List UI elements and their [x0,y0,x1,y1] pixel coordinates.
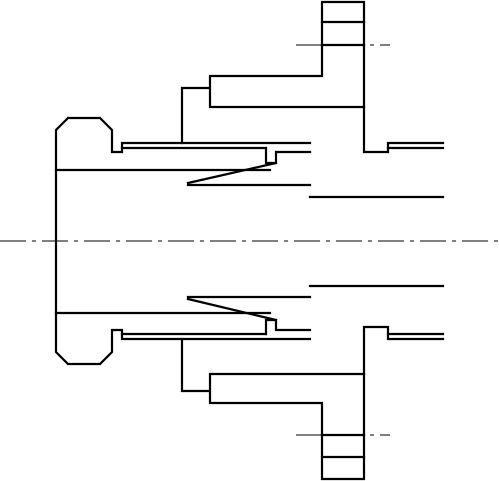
lower-ferrule-taper [186,297,278,322]
lower-flange [180,325,445,481]
upper-flange-outline [180,0,366,145]
upper-ferrule-taper [186,161,278,185]
lower-sleeve [120,295,312,336]
upper-flange-neck [362,105,445,154]
lower-flange-outline [180,337,366,481]
upper-ferrule-tip [264,146,312,165]
upper-flange [180,0,445,154]
upper-sleeve [120,146,312,187]
lower-ferrule-tip [264,318,312,336]
lower-flange-neck [362,325,445,376]
